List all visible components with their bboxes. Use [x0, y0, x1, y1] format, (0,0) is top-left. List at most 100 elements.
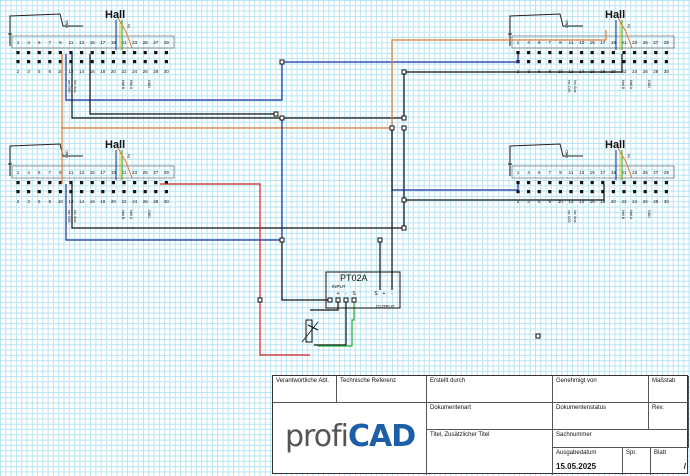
- signal-label-top: 5V: [627, 23, 631, 28]
- hall-label: Hall: [605, 139, 625, 151]
- bottom-pin-label: 22: [621, 199, 627, 204]
- bottom-pin-label: 12: [68, 199, 74, 204]
- top-pin-label: 6: [538, 40, 541, 45]
- board-outline: [509, 143, 583, 176]
- top-pin-label: 6: [538, 170, 541, 175]
- converter-output-pin-label: +: [383, 291, 386, 297]
- bottom-pin-label: 18: [100, 199, 106, 204]
- junction-node: [401, 69, 407, 75]
- bottom-pin-label: 30: [164, 69, 170, 74]
- signal-label-top: 5V: [127, 23, 131, 28]
- top-pin-label: 17: [600, 170, 606, 175]
- bottom-pin: [27, 190, 31, 194]
- bottom-pin: [154, 190, 158, 194]
- bottom-pin-label: 12: [68, 69, 74, 74]
- top-pin: [111, 51, 115, 55]
- board-outline: [9, 143, 83, 176]
- bottom-pin-label: 28: [653, 69, 659, 74]
- top-pin-label: 21: [121, 40, 127, 45]
- top-pin: [16, 51, 20, 55]
- bottom-pin: [37, 60, 41, 64]
- bottom-pin: [569, 60, 573, 64]
- bottom-pin-label: 26: [643, 69, 649, 74]
- top-pin-label: 29: [164, 170, 170, 175]
- top-pin-label: 11: [569, 170, 574, 175]
- top-pin: [48, 51, 52, 55]
- bottom-pin-label: 8: [49, 199, 52, 204]
- bottom-pin: [537, 190, 541, 194]
- top-pin-label: 15: [90, 40, 96, 45]
- bottom-pin: [111, 60, 115, 64]
- top-pin-label: 25: [643, 40, 649, 45]
- signal-label-top: GND: [565, 20, 569, 28]
- language: Spr.: [623, 448, 651, 475]
- top-pin-label: 29: [664, 40, 670, 45]
- bottom-pin-label: 5: [38, 199, 41, 204]
- top-pin-label: 6: [38, 40, 41, 45]
- bottom-pin-label: 10: [58, 69, 64, 74]
- top-pin: [164, 181, 168, 185]
- bottom-pin: [133, 60, 137, 64]
- bottom-pin-label: 18: [600, 199, 606, 204]
- top-pin: [58, 51, 62, 55]
- top-pin-label: 29: [164, 40, 170, 45]
- hall-label: Hall: [605, 9, 625, 21]
- bottom-pin-label: 14: [79, 69, 85, 74]
- top-pin: [111, 181, 115, 185]
- top-pin-label: 11: [69, 40, 74, 45]
- bottom-pin: [101, 190, 105, 194]
- bottom-pin: [601, 190, 605, 194]
- top-pin: [622, 51, 626, 55]
- junction-node: [257, 297, 263, 303]
- top-pin-label: 23: [632, 40, 638, 45]
- top-pin-label: 1: [517, 170, 520, 175]
- top-pin-label: 15: [90, 170, 96, 175]
- bottom-pin: [101, 60, 105, 64]
- wire-black-mid: [71, 128, 405, 229]
- top-pin-label: 9: [559, 40, 562, 45]
- hall-wire-orange: [117, 147, 133, 179]
- bottom-pin: [590, 190, 594, 194]
- converter-output-pin-label: S: [374, 291, 378, 297]
- wire-black-top: [71, 54, 623, 119]
- hall-wire-orange: [117, 17, 133, 49]
- top-pin-label: 19: [111, 170, 117, 175]
- wire-blue-right: [391, 128, 519, 191]
- top-pin: [580, 51, 584, 55]
- top-pin: [154, 51, 158, 55]
- bottom-pin: [643, 190, 647, 194]
- top-pin-label: 4: [527, 40, 530, 45]
- bottom-pin: [580, 60, 584, 64]
- top-pin: [590, 51, 594, 55]
- bottom-pin: [90, 60, 94, 64]
- top-pin-label: 21: [621, 40, 627, 45]
- signal-label: Inv. DIG: [567, 210, 571, 223]
- top-pin-label: 9: [59, 170, 62, 175]
- converter-input-pin-label: +: [337, 291, 340, 297]
- top-pin-label: 29: [664, 170, 670, 175]
- bottom-pin-label: 30: [164, 199, 170, 204]
- wire-black-pot-top: [310, 300, 339, 311]
- top-pin: [80, 181, 84, 185]
- bottom-pin: [654, 190, 658, 194]
- bottom-pin: [154, 60, 158, 64]
- top-pin: [37, 181, 41, 185]
- bottom-pin: [611, 60, 615, 64]
- bottom-pin-label: 14: [579, 199, 585, 204]
- signal-label-top: 5V: [127, 153, 131, 158]
- responsible-dept: Verantwortliche Abt.: [273, 376, 337, 403]
- top-pin: [654, 181, 658, 185]
- top-pin-label: 25: [143, 170, 149, 175]
- top-connector: [11, 165, 175, 179]
- potentiometer: [305, 319, 313, 343]
- bottom-pin: [143, 60, 147, 64]
- top-pin: [580, 181, 584, 185]
- signal-label: Inv. Ana: [73, 80, 77, 92]
- pot-wiper-line: [307, 324, 319, 331]
- top-pin-label: 25: [643, 170, 649, 175]
- junction-node: [401, 197, 407, 203]
- converter-input-label: INPUT: [332, 284, 346, 289]
- top-pin: [611, 51, 615, 55]
- top-pin: [27, 181, 31, 185]
